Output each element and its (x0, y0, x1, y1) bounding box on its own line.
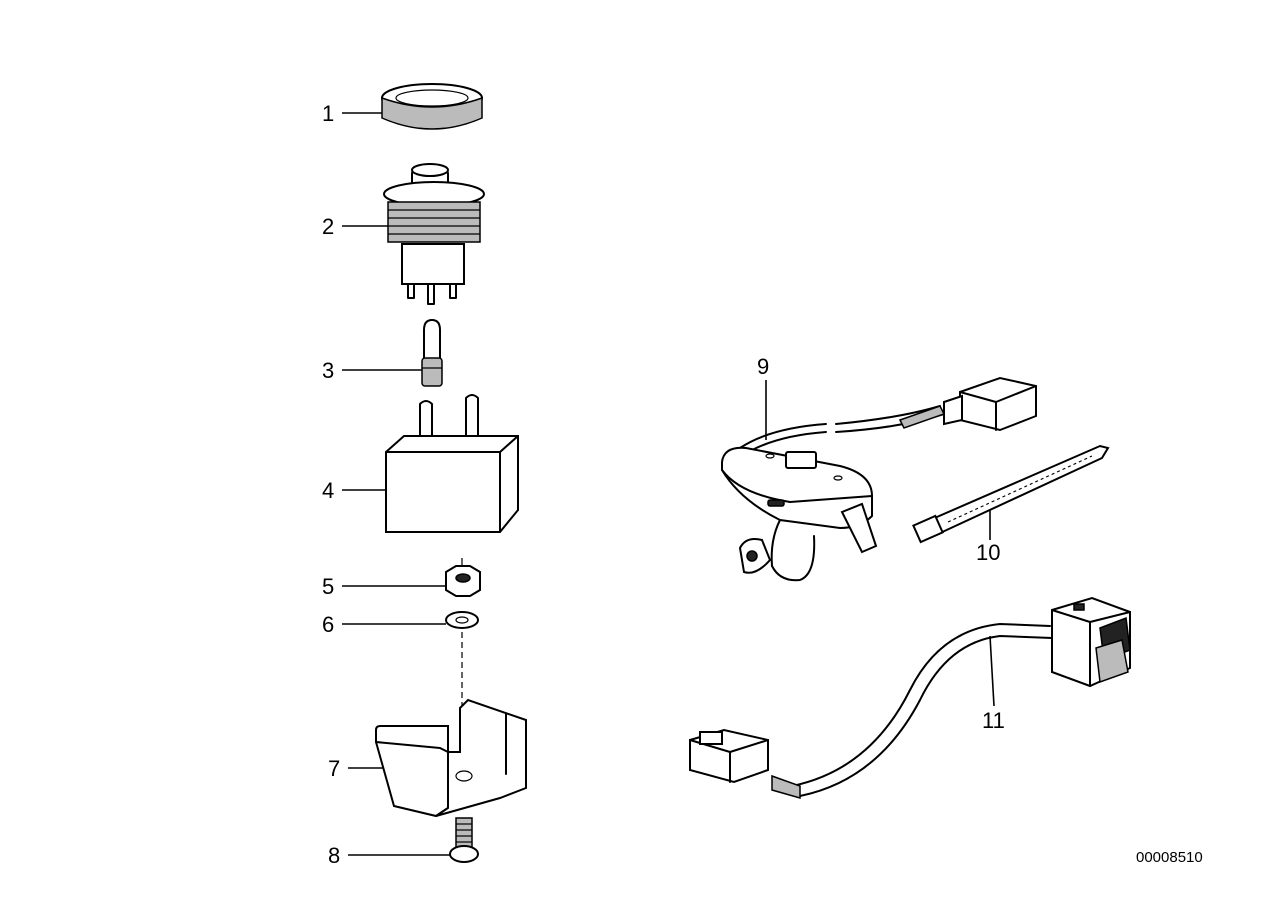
callout-8: 8 (328, 843, 340, 868)
part-5-nut (342, 558, 481, 597)
callout-3: 3 (322, 358, 334, 383)
part-10-cable-tie (912, 444, 1110, 544)
part-2-push-switch (342, 163, 485, 305)
callout-7: 7 (328, 756, 340, 781)
callout-1: 1 (322, 101, 334, 126)
part-3-bulb (342, 318, 443, 387)
callout-10: 10 (976, 540, 1000, 565)
part-4-relay (342, 394, 519, 533)
callout-6: 6 (322, 612, 334, 637)
part-11-rocker-switch (689, 596, 1131, 799)
callout-9: 9 (757, 354, 769, 379)
diagram-reference-number: 00008510 (1136, 849, 1203, 866)
part-6-washer (342, 611, 479, 710)
callout-11: 11 (982, 708, 1005, 733)
part-9-handlebar-switch (721, 376, 1037, 582)
callout-4: 4 (322, 478, 334, 503)
part-1-cap (342, 83, 483, 130)
callout-5: 5 (322, 574, 334, 599)
callout-2: 2 (322, 214, 334, 239)
part-7-bracket (348, 698, 527, 818)
part-8-screw (348, 817, 479, 863)
